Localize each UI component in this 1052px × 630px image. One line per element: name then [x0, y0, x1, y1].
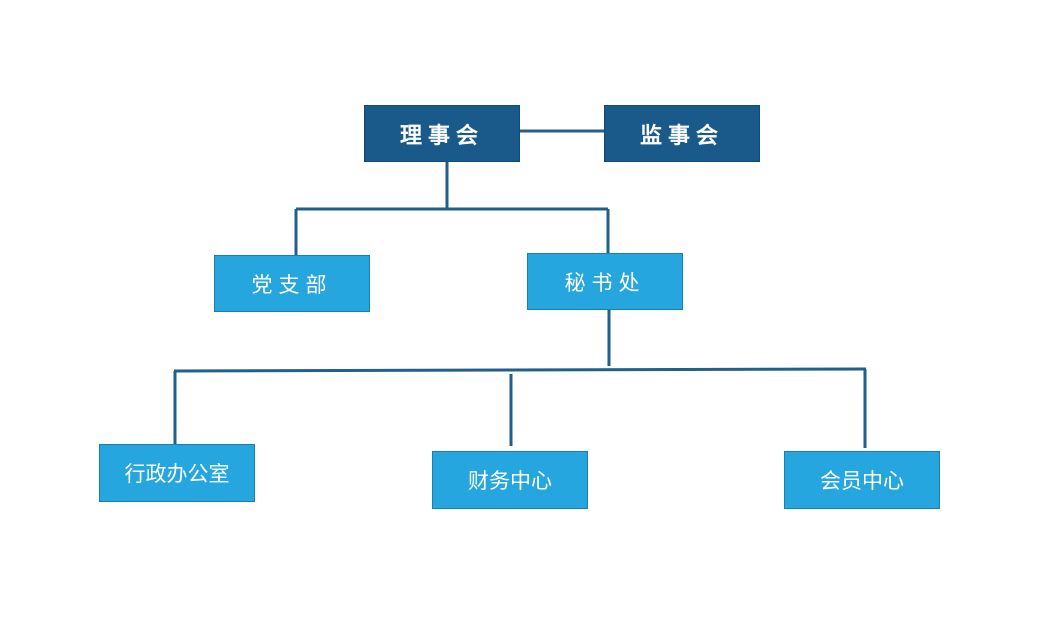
- node-finance-center: 财务中心: [432, 451, 588, 509]
- node-secretariat: 秘书处: [527, 253, 683, 310]
- node-finance-center-label: 财务中心: [468, 469, 552, 493]
- node-party-branch: 党支部: [214, 255, 370, 312]
- node-admin-office-label: 行政办公室: [124, 462, 230, 486]
- node-board: 理事会: [364, 105, 520, 162]
- node-secretariat-label: 秘书处: [564, 270, 646, 295]
- node-member-center-label: 会员中心: [820, 469, 904, 493]
- node-member-center: 会员中心: [784, 451, 940, 509]
- connector-level3-bar: [173, 367, 867, 373]
- node-party-branch-label: 党支部: [251, 272, 333, 297]
- node-supervisors-label: 监事会: [639, 123, 724, 149]
- node-supervisors: 监事会: [604, 105, 760, 162]
- node-board-label: 理事会: [399, 123, 484, 149]
- node-admin-office: 行政办公室: [99, 444, 255, 502]
